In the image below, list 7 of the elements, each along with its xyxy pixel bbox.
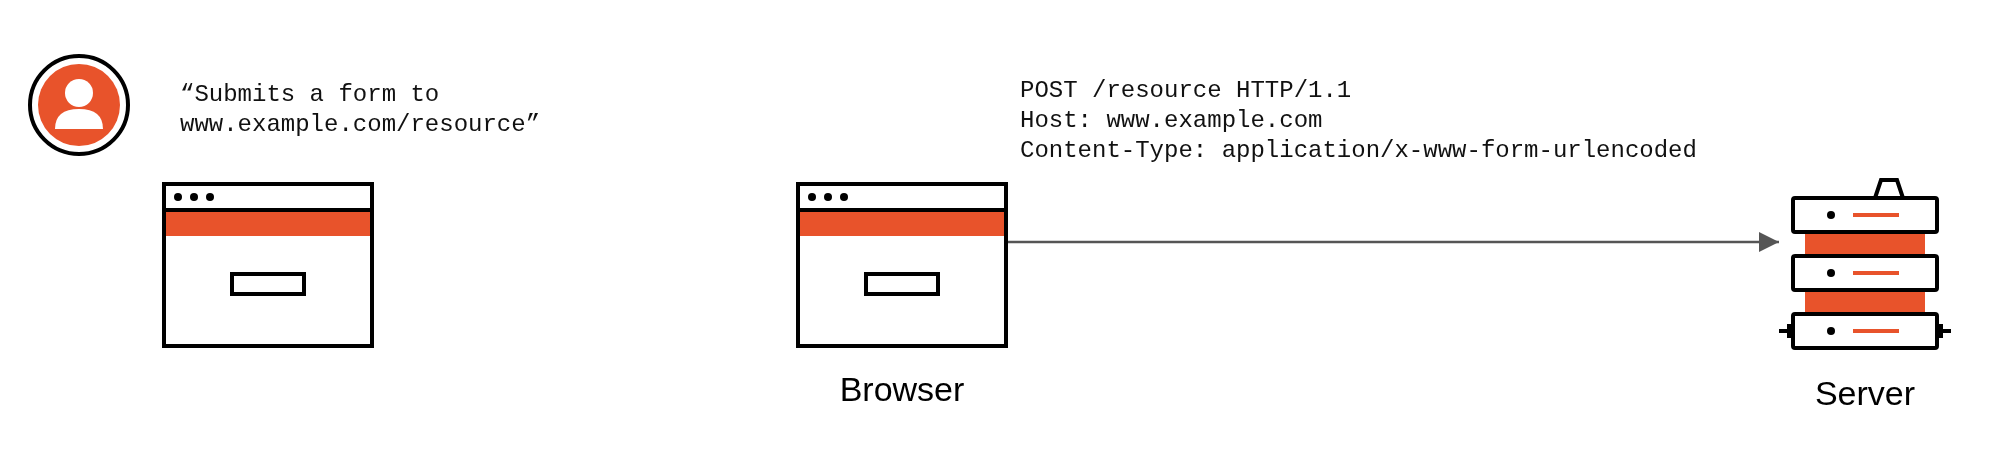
http-request-line: POST /resource HTTP/1.1 [1020,76,1352,106]
node-label: Browser [839,370,965,409]
http-request-line: Content-Type: application/x-www-form-urlencoded [1020,136,1697,166]
arrow [1008,232,1779,252]
node-label: Server [1814,374,1916,413]
http-request-line: Host: www.example.com [1020,106,1323,136]
quote-text: “Submits a form to www.example.com/resource” [180,80,542,140]
